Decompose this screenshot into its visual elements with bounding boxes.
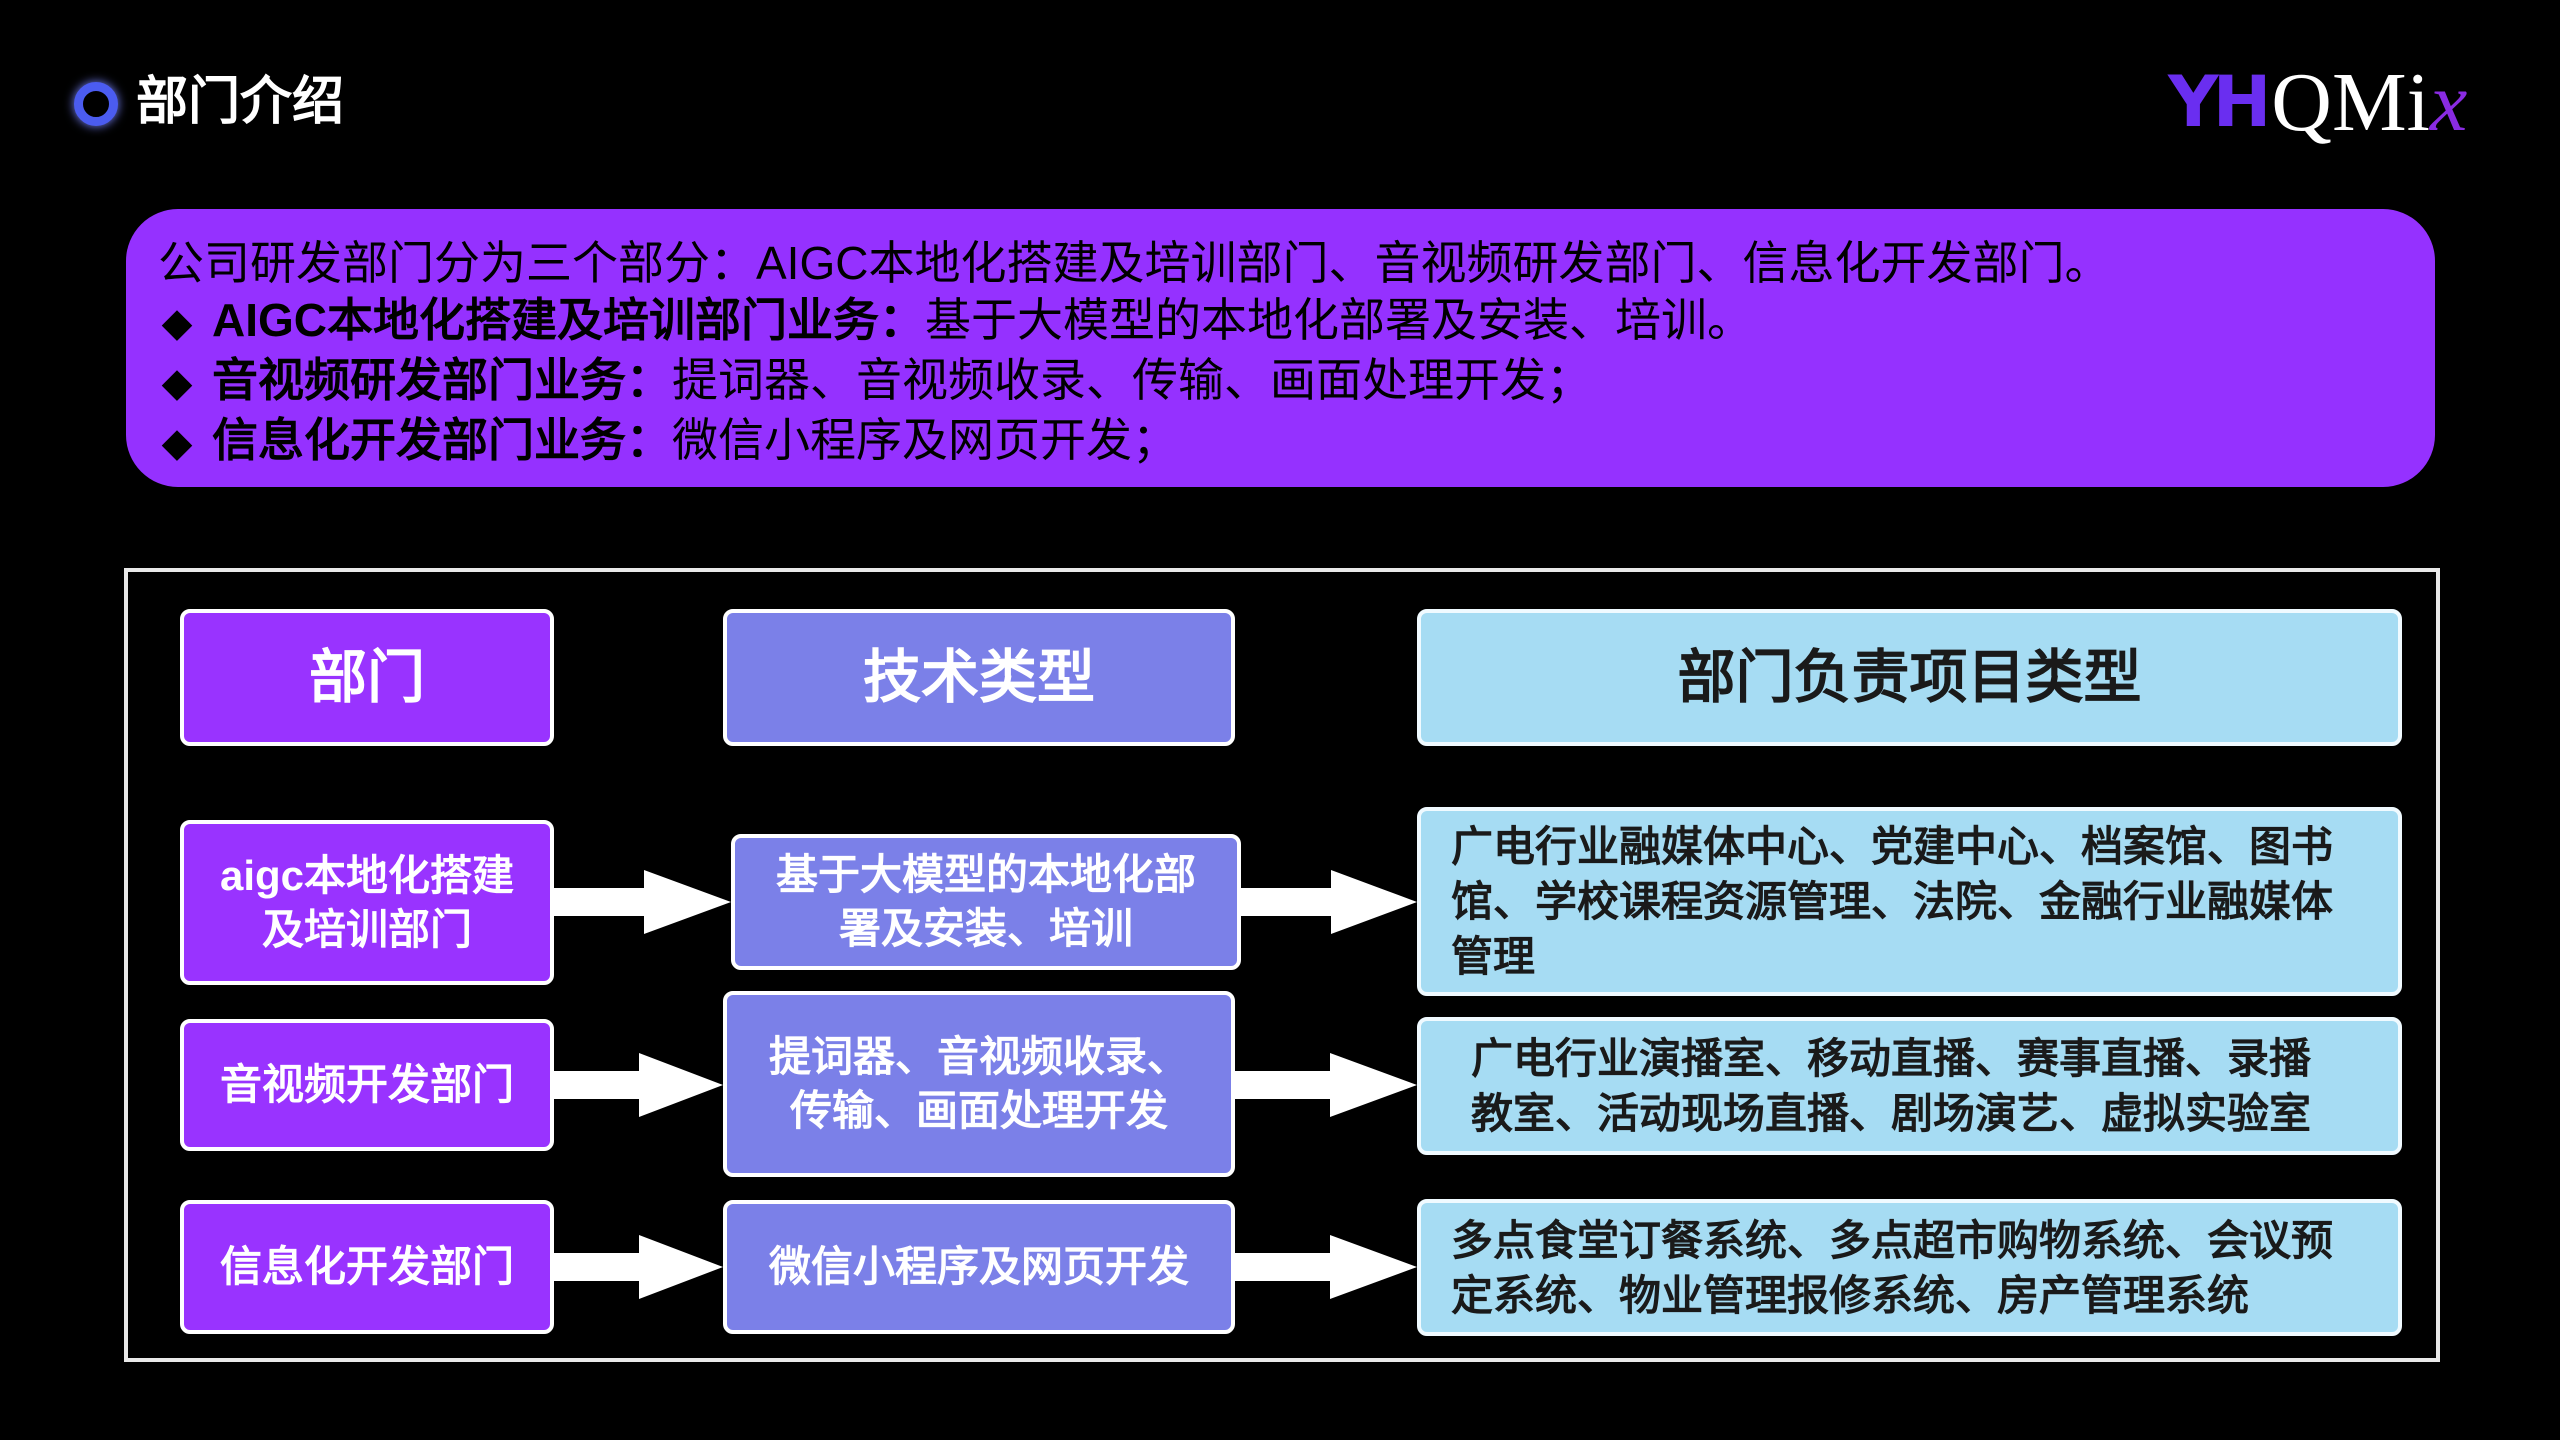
header-project-type: 部门负责项目类型	[1417, 609, 2402, 746]
bullet-text: 基于大模型的本地化部署及安装、培训。	[925, 294, 1753, 346]
intro-summary: 公司研发部门分为三个部分：AIGC本地化搭建及培训部门、音视频研发部门、信息化开…	[158, 237, 2111, 289]
arrow-right-icon	[554, 1235, 723, 1299]
intro-bullet: ◆ AIGC本地化搭建及培训部门业务：基于大模型的本地化部署及安装、培训。	[158, 292, 2403, 352]
page-title: 部门介绍	[136, 73, 345, 131]
dept-info: 信息化开发部门	[180, 1200, 554, 1334]
diamond-icon: ◆	[161, 361, 193, 405]
bullet-label: AIGC本地化搭建及培训部门业务：	[212, 294, 925, 346]
tech-info: 微信小程序及网页开发	[723, 1200, 1235, 1334]
header-department: 部门	[180, 609, 554, 746]
diamond-icon: ◆	[161, 301, 193, 345]
title-bullet-icon	[74, 82, 118, 126]
logo-x: x	[2429, 55, 2468, 149]
arrow-right-icon	[554, 870, 731, 934]
arrow-right-icon	[1235, 1053, 1417, 1117]
logo-mark: YH	[2168, 61, 2271, 143]
intro-bullet: ◆ 信息化开发部门业务：微信小程序及网页开发；	[158, 412, 2403, 472]
dept-av: 音视频开发部门	[180, 1019, 554, 1151]
projects-info: 多点食堂订餐系统、多点超市购物系统、会议预定系统、物业管理报修系统、房产管理系统	[1417, 1199, 2402, 1336]
bullet-label: 信息化开发部门业务：	[212, 414, 672, 466]
bullet-label: 音视频研发部门业务：	[212, 354, 672, 406]
department-diagram-frame	[124, 568, 2440, 1362]
arrow-right-icon	[554, 1053, 723, 1117]
tech-aigc: 基于大模型的本地化部署及安装、培训	[731, 834, 1241, 970]
dept-aigc: aigc本地化搭建及培训部门	[180, 820, 554, 985]
intro-panel: 公司研发部门分为三个部分：AIGC本地化搭建及培训部门、音视频研发部门、信息化开…	[126, 209, 2435, 487]
arrow-right-icon	[1241, 870, 1417, 934]
projects-av: 广电行业演播室、移动直播、赛事直播、录播教室、活动现场直播、剧场演艺、虚拟实验室	[1417, 1017, 2402, 1155]
header-tech-type: 技术类型	[723, 609, 1235, 746]
bullet-text: 微信小程序及网页开发；	[672, 414, 1178, 466]
logo-text: QMi	[2271, 55, 2430, 149]
bullet-text: 提词器、音视频收录、传输、画面处理开发；	[672, 354, 1592, 406]
diamond-icon: ◆	[161, 421, 193, 465]
arrow-right-icon	[1235, 1235, 1417, 1299]
intro-bullet: ◆ 音视频研发部门业务：提词器、音视频收录、传输、画面处理开发；	[158, 352, 2403, 412]
tech-av: 提词器、音视频收录、传输、画面处理开发	[723, 991, 1235, 1177]
projects-aigc: 广电行业融媒体中心、党建中心、档案馆、图书馆、学校课程资源管理、法院、金融行业融…	[1417, 807, 2402, 996]
